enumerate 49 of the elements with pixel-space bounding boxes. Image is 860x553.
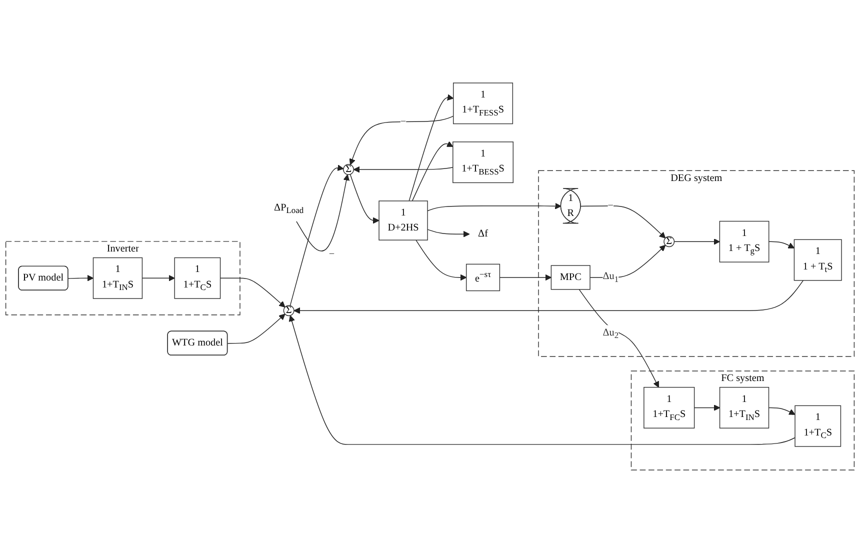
- edge-label: Δu$_{2}$: [602, 327, 619, 340]
- node-box: [174, 257, 221, 299]
- arrow: [353, 166, 454, 173]
- arrow: [290, 164, 344, 306]
- arrow: [499, 274, 552, 281]
- arrow: [350, 174, 380, 224]
- arrow: [694, 404, 720, 411]
- arrow: [288, 315, 796, 445]
- node-box: [92, 257, 143, 299]
- node-box: [378, 200, 428, 240]
- arrow: [412, 141, 454, 202]
- node-box: [466, 264, 500, 292]
- arrow: [416, 240, 467, 281]
- node-text: ΔP$_{Load}$: [274, 202, 304, 216]
- arrow: [427, 202, 562, 212]
- arrow: [590, 244, 666, 278]
- node-box: [452, 142, 514, 184]
- edge-label: −: [328, 249, 335, 260]
- arrow: [768, 407, 796, 415]
- arrow: [408, 94, 454, 202]
- node-box: [550, 265, 590, 290]
- arrow: [768, 241, 794, 248]
- edge-label: Δu$_{1}$: [602, 271, 619, 284]
- edge-label: −: [400, 116, 406, 128]
- arrow: [227, 314, 286, 344]
- node-box: [794, 239, 842, 281]
- cluster: [630, 370, 855, 470]
- arrow: [578, 289, 659, 388]
- arrow: [68, 274, 94, 282]
- node-circle: [664, 236, 675, 248]
- arrow: [142, 274, 175, 282]
- cluster: [538, 170, 855, 357]
- node-box: [719, 386, 770, 428]
- edge-label: −: [608, 200, 614, 212]
- node-circle: [343, 164, 354, 176]
- node-box: [719, 220, 770, 262]
- arrow: [220, 278, 286, 308]
- arrow: [294, 280, 804, 314]
- arrow: [674, 238, 720, 245]
- arrow: [349, 116, 454, 166]
- node-circle: [283, 305, 294, 316]
- node-box: [794, 405, 842, 447]
- arrow: [427, 229, 470, 238]
- node-box: [644, 386, 695, 428]
- node-text: Δf: [478, 228, 488, 240]
- node-box: [453, 82, 514, 124]
- arrow: [296, 174, 350, 252]
- arrow: [580, 206, 666, 238]
- cluster: [5, 241, 240, 316]
